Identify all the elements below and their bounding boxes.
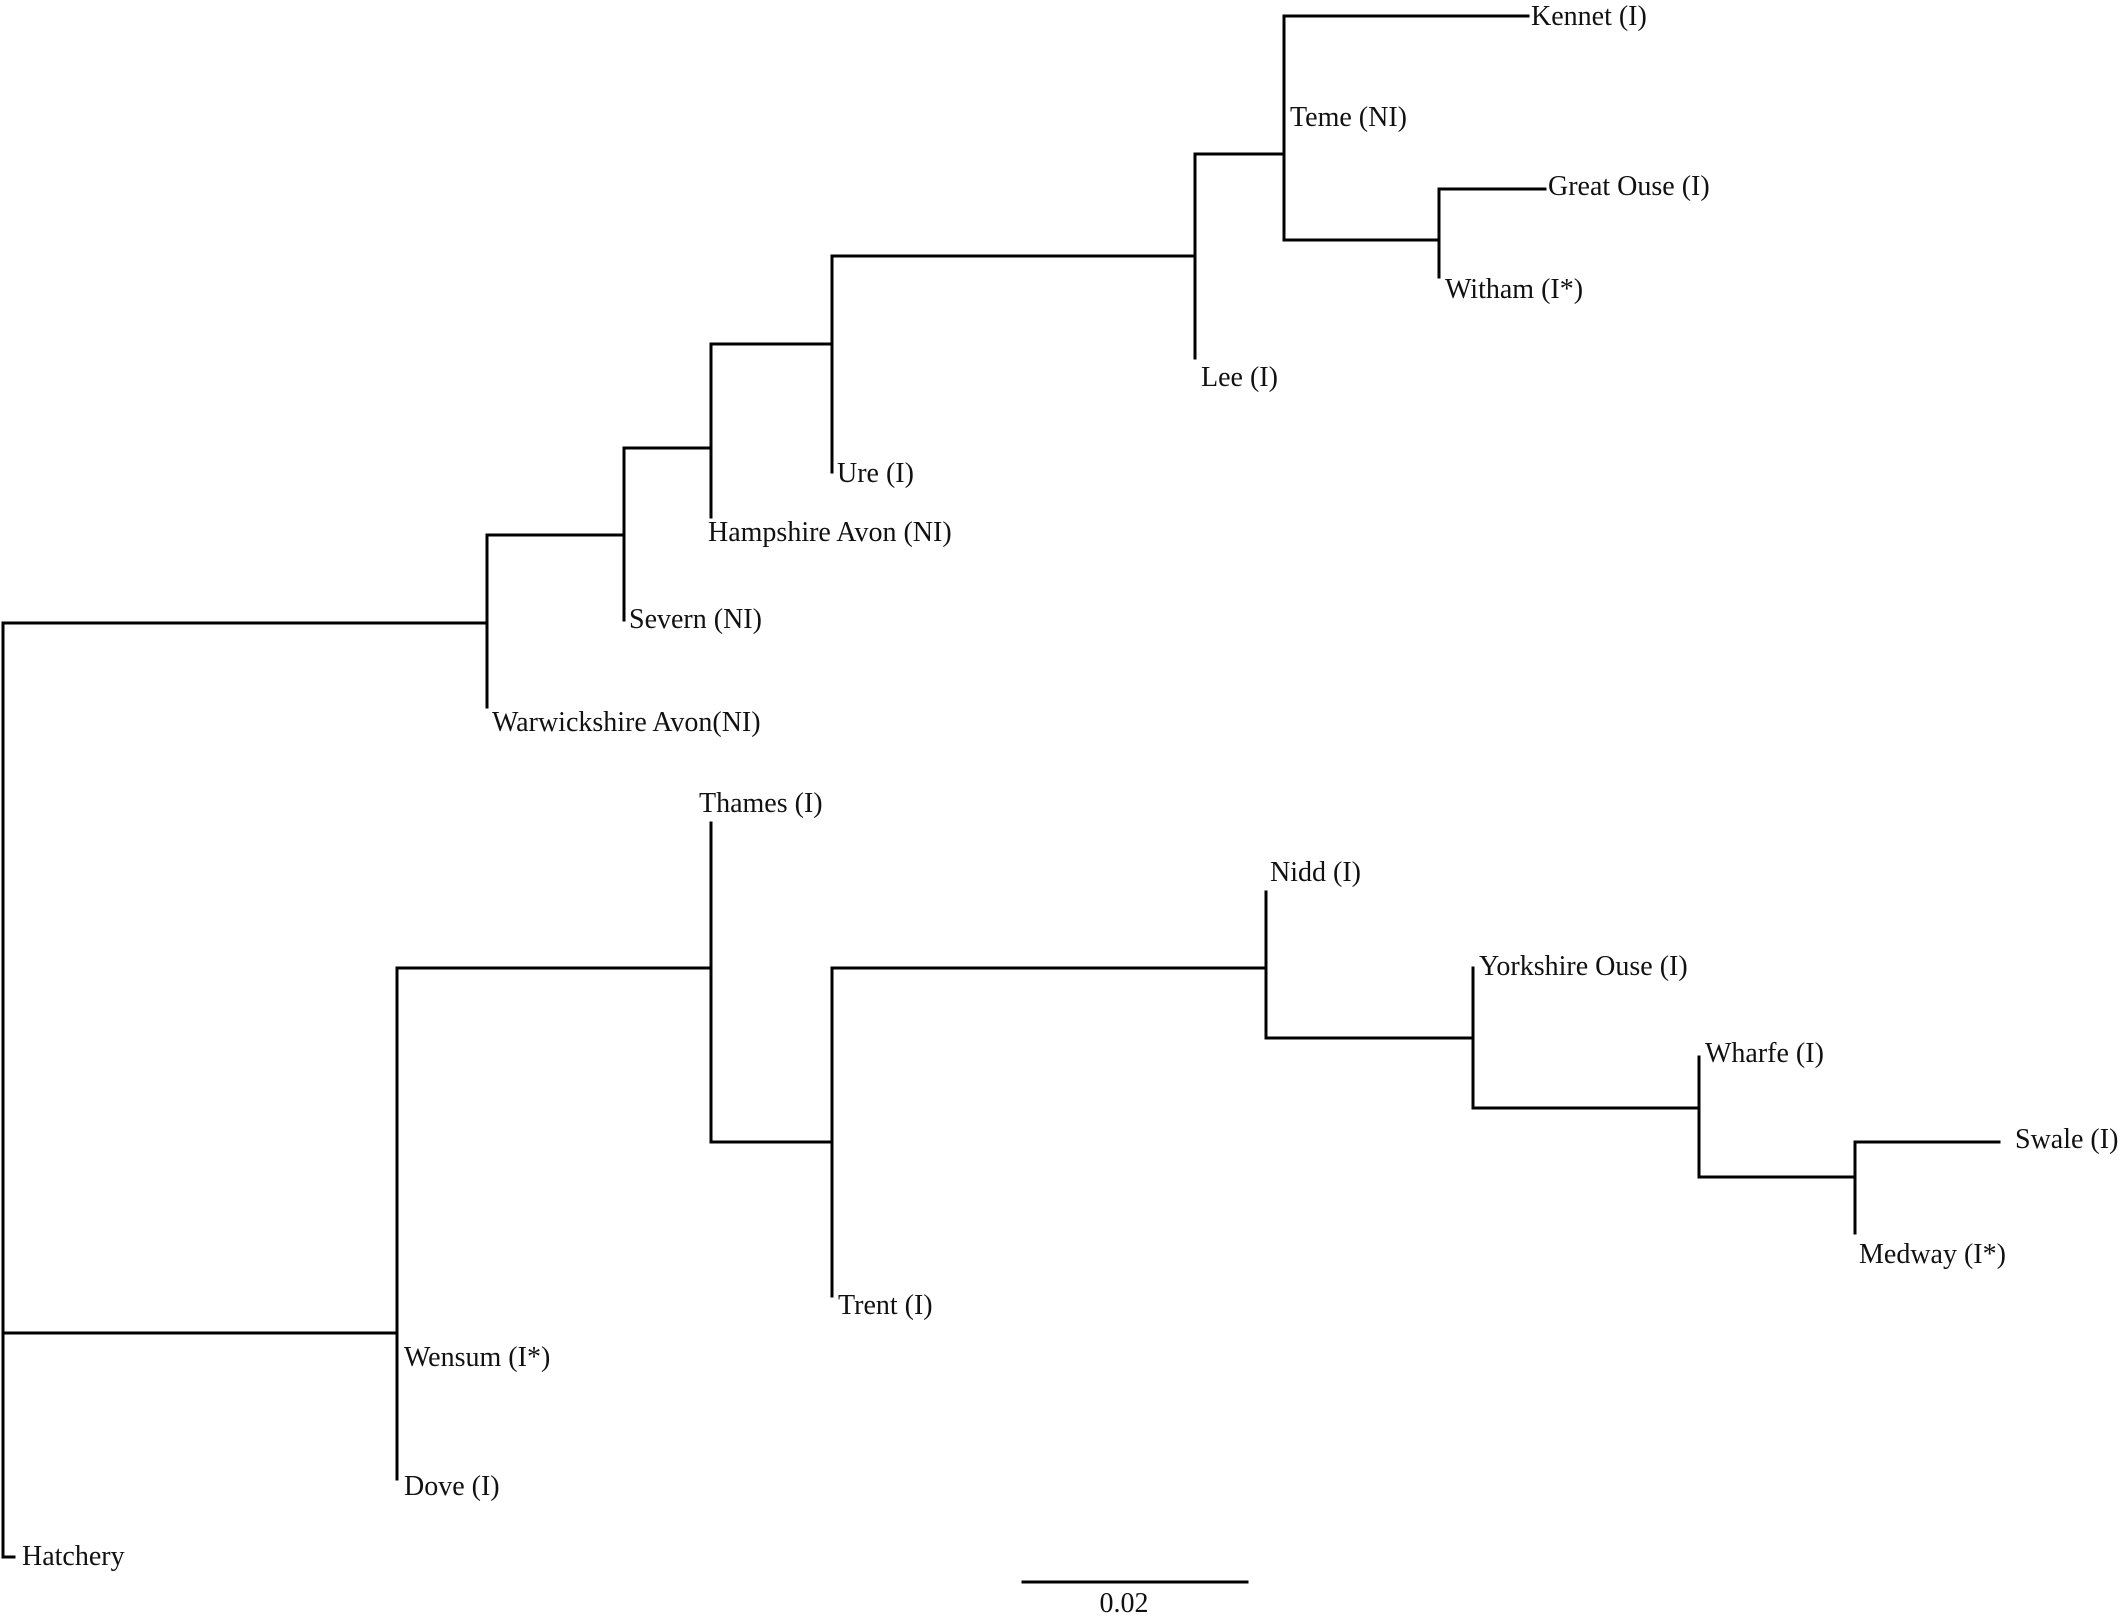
leaf-label-kennet: Kennet (I) xyxy=(1531,1,1647,32)
leaf-label-wharfe: Wharfe (I) xyxy=(1705,1038,1824,1069)
scale-bar-label: 0.02 xyxy=(1100,1588,1149,1616)
leaf-label-swale: Swale (I) xyxy=(2015,1124,2118,1155)
leaf-label-hatchery: Hatchery xyxy=(22,1541,125,1572)
leaf-label-witham: Witham (I*) xyxy=(1445,274,1583,305)
leaf-labels: Kennet (I) Teme (NI) Great Ouse (I) With… xyxy=(22,1,2118,1572)
leaf-label-nidd: Nidd (I) xyxy=(1270,857,1361,888)
leaf-label-wensum: Wensum (I*) xyxy=(404,1342,550,1373)
leaf-label-warwickshire-avon: Warwickshire Avon(NI) xyxy=(492,707,761,738)
leaf-label-thames: Thames (I) xyxy=(699,788,823,819)
leaf-label-teme: Teme (NI) xyxy=(1290,102,1407,133)
scale-bar: 0.02 xyxy=(1021,1580,1249,1616)
leaf-label-ure: Ure (I) xyxy=(837,458,914,489)
leaf-label-severn: Severn (NI) xyxy=(629,604,762,635)
leaf-label-lee: Lee (I) xyxy=(1201,362,1278,393)
branches xyxy=(1,14,2001,1559)
leaf-label-yorkshire-ouse: Yorkshire Ouse (I) xyxy=(1479,951,1688,982)
leaf-label-trent: Trent (I) xyxy=(838,1290,933,1321)
leaf-label-hampshire-avon: Hampshire Avon (NI) xyxy=(708,517,952,548)
leaf-label-dove: Dove (I) xyxy=(404,1471,500,1502)
leaf-label-great-ouse: Great Ouse (I) xyxy=(1548,171,1710,202)
leaf-label-medway: Medway (I*) xyxy=(1859,1239,2006,1270)
